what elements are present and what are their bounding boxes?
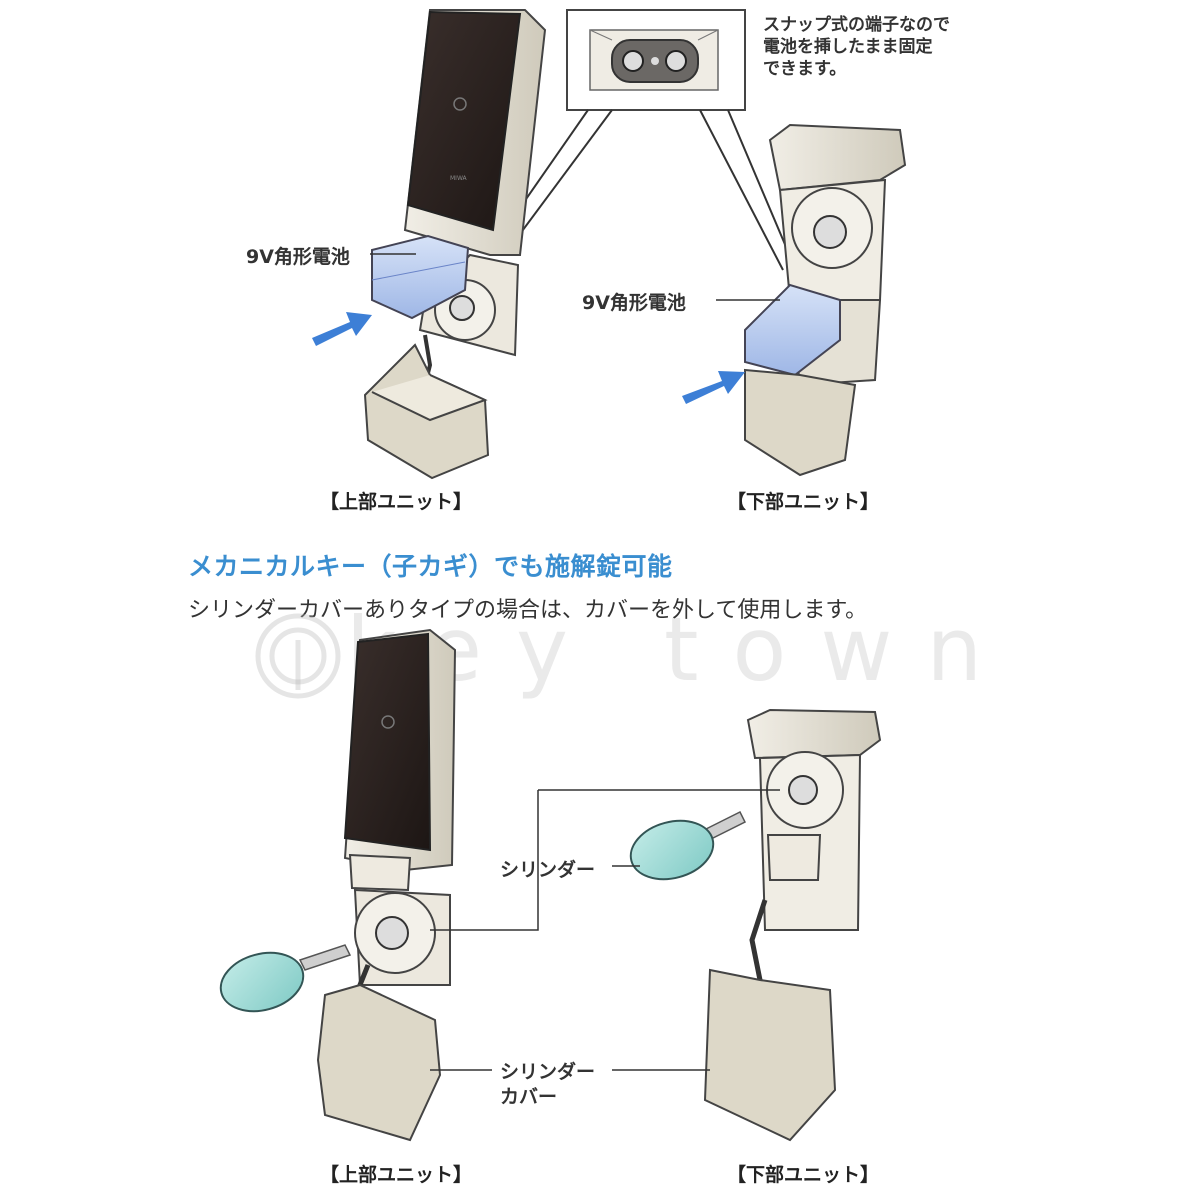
svg-text:MIWA: MIWA	[450, 175, 468, 182]
battery-label-upper-unit: 9V角形電池	[246, 246, 350, 268]
cylinder-cover-label-line1: シリンダー	[500, 1061, 596, 1083]
insert-arrow-left	[312, 312, 372, 346]
lower-unit-with-key-drawing	[629, 708, 882, 1142]
watermark-text: key town	[346, 598, 1017, 701]
snap-terminal-note: スナップ式の端子なので 電池を挿したまま固定 できます。	[763, 15, 950, 79]
cylinder-cover-instruction: シリンダーカバーありタイプの場合は、カバーを外して使用します。	[188, 598, 868, 623]
cylinder-label: シリンダー	[500, 859, 596, 881]
inset-leader-lines	[491, 109, 796, 271]
terminal-detail-inset	[566, 9, 746, 111]
lower-unit-drawing	[682, 123, 907, 477]
battery-label-lower-unit: 9V角形電池	[582, 292, 686, 314]
upper-unit-with-key-drawing	[219, 628, 457, 1142]
caption-lower-unit-top: 【下部ユニット】	[727, 491, 880, 513]
cylinder-leader-lines	[430, 789, 780, 1071]
cylinder-cover-label-line2: カバー	[500, 1086, 558, 1108]
caption-lower-unit-bottom: 【下部ユニット】	[727, 1164, 880, 1186]
mechanical-key-heading: メカニカルキー（子カギ）でも施解錠可能	[188, 552, 673, 581]
insert-arrow-right	[682, 371, 745, 404]
battery-diagram: MIWA	[312, 9, 907, 480]
caption-upper-unit-bottom: 【上部ユニット】	[320, 1164, 473, 1186]
upper-unit-drawing: MIWA	[312, 9, 547, 480]
caption-upper-unit-top: 【上部ユニット】	[320, 491, 473, 513]
